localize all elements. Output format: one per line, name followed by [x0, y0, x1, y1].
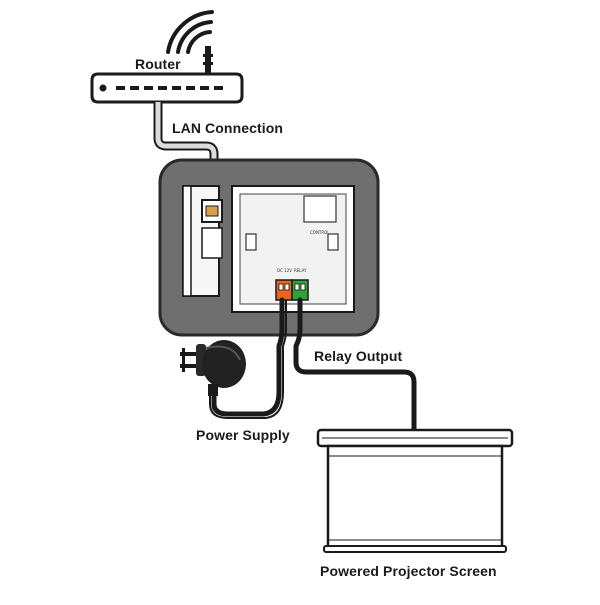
- projector-screen: [316, 428, 514, 553]
- screen-surface: [326, 444, 504, 552]
- router-antenna: [205, 46, 211, 74]
- router-label: Router: [135, 56, 181, 72]
- relay-cable: [293, 297, 417, 435]
- side-plate: [182, 185, 223, 297]
- terminal-orange: [275, 279, 293, 301]
- router-device: [90, 46, 244, 104]
- terminal-green: [291, 279, 309, 301]
- lan-connection-label: LAN Connection: [172, 120, 284, 136]
- terminal-right-label: RELAY: [294, 268, 307, 273]
- relay-output-label: Relay Output: [314, 348, 403, 364]
- router-ports: [116, 86, 223, 90]
- projector-screen-label: Powered Projector Screen: [320, 563, 497, 579]
- power-adapter-icon: [180, 340, 246, 396]
- terminal-left-label: DC 12V: [277, 268, 292, 273]
- power-supply-label: Power Supply: [196, 427, 290, 443]
- panel-text: CONTROL: [310, 230, 330, 235]
- power-cable: [211, 297, 285, 417]
- wifi-icon: [166, 10, 214, 54]
